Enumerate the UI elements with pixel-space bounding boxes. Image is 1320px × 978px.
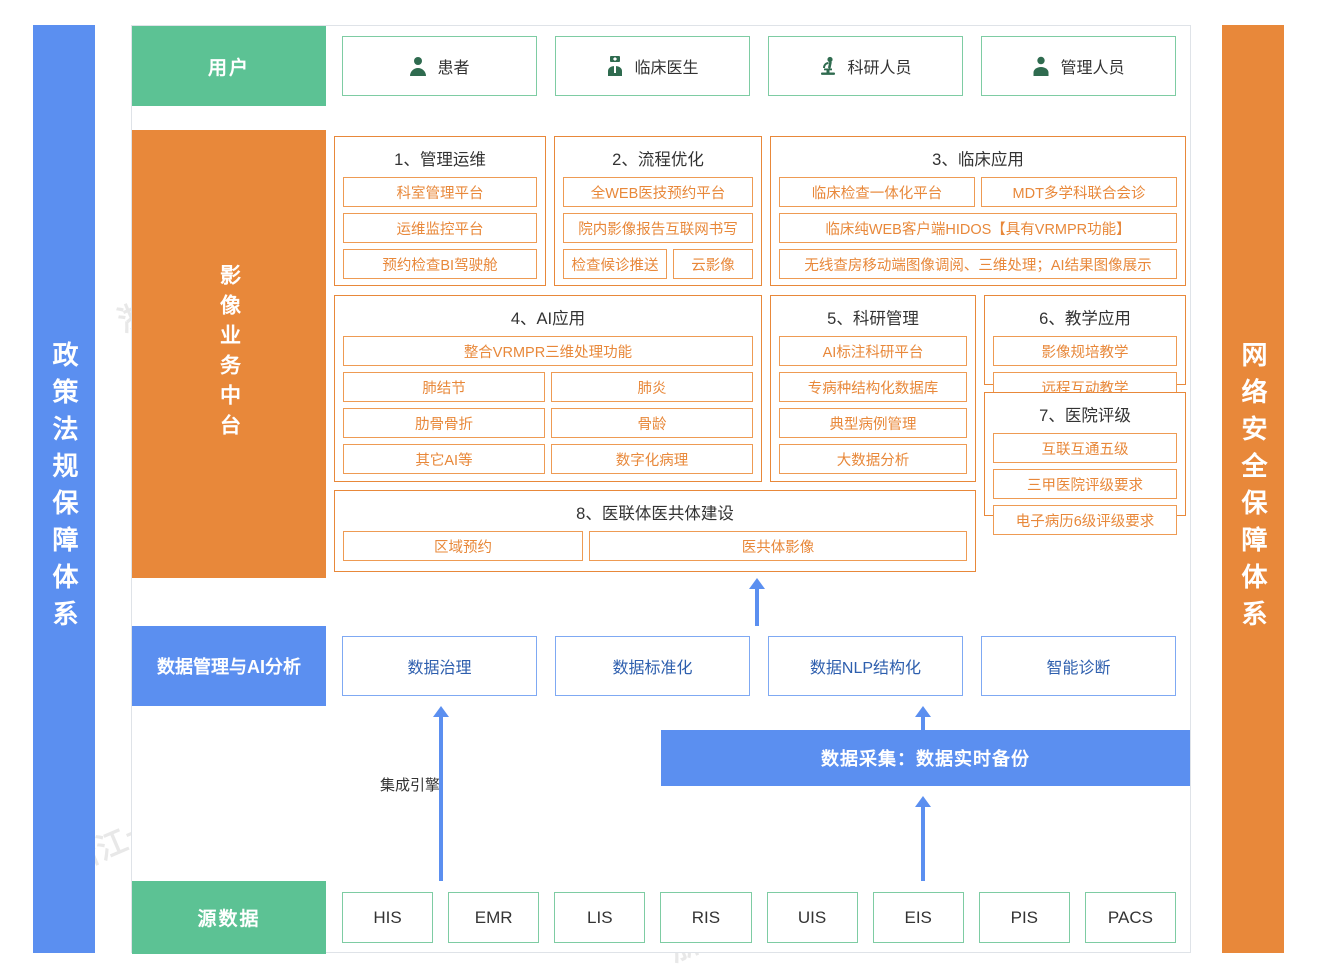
chip-item[interactable]: 临床纯WEB客户端HIDOS【具有VRMPR功能】: [779, 213, 1177, 243]
chip-row: 肋骨骨折 骨龄: [343, 408, 753, 444]
group-teaching-application: 6、教学应用 影像规培教学 远程互动教学: [984, 295, 1186, 402]
user-item-label: 临床医生: [634, 60, 699, 77]
chip-row: 临床检查一体化平台 MDT多学科联合会诊: [779, 177, 1177, 213]
chip-item[interactable]: 其它AI等: [343, 444, 545, 474]
chip-row: 区域预约 医共体影像: [343, 531, 967, 561]
chip-item[interactable]: 院内影像报告互联网书写: [563, 213, 753, 243]
chip-item[interactable]: 肺结节: [343, 372, 545, 402]
chip-item[interactable]: 大数据分析: [779, 444, 967, 474]
group-process-optimization: 2、流程优化 全WEB医技预约平台 院内影像报告互联网书写 检查候诊推送 云影像: [554, 136, 762, 286]
chip-item[interactable]: 典型病例管理: [779, 408, 967, 438]
chip-item[interactable]: 医共体影像: [589, 531, 967, 561]
data-item-governance[interactable]: 数据治理: [342, 636, 537, 696]
mid-row-body: 1、管理运维 科室管理平台 运维监控平台 预约检查BI驾驶舱 2、流程优化 全W…: [326, 130, 1192, 578]
user-item-label: 患者: [437, 60, 470, 77]
chip-item[interactable]: 区域预约: [343, 531, 583, 561]
group-management-ops: 1、管理运维 科室管理平台 运维监控平台 预约检查BI驾驶舱: [334, 136, 546, 286]
user-item-administrator[interactable]: 管理人员: [981, 36, 1176, 96]
user-item-clinician[interactable]: 临床医生: [555, 36, 750, 96]
data-collection-bar: 数据采集：数据实时备份: [661, 730, 1190, 786]
chip-item[interactable]: 无线查房移动端图像调阅、三维处理；AI结果图像展示: [779, 249, 1177, 279]
group-title: 8、医联体医共体建设: [576, 505, 734, 523]
source-row-cells: HIS EMR LIS RIS UIS EIS PIS PACS: [326, 881, 1192, 954]
source-item-ris[interactable]: RIS: [660, 892, 752, 943]
group-research-management: 5、科研管理 AI标注科研平台 专病种结构化数据库 典型病例管理 大数据分析: [770, 295, 976, 482]
user-row: 用户 患者 临床医生: [132, 26, 1192, 106]
arrow-up-collect-to-data: [915, 706, 931, 732]
mid-row-label: 影像业务中台: [217, 264, 241, 444]
source-item-eis[interactable]: EIS: [872, 892, 964, 943]
chip-item[interactable]: AI标注科研平台: [779, 336, 967, 366]
chip-row: 肺结节 肺炎: [343, 372, 753, 408]
source-item-his[interactable]: HIS: [342, 892, 434, 943]
group-ai-application: 4、AI应用 整合VRMPR三维处理功能 肺结节 肺炎 肋骨骨折 骨龄 其它AI…: [334, 295, 762, 482]
chip-item[interactable]: 三甲医院评级要求: [993, 469, 1177, 499]
mid-row-label-box: 影像业务中台: [132, 130, 326, 578]
integration-engine-label: 集成引擎: [380, 777, 441, 794]
chip-item[interactable]: 临床检查一体化平台: [779, 177, 975, 207]
source-item-lis[interactable]: LIS: [554, 892, 646, 943]
user-item-label: 管理人员: [1060, 60, 1125, 77]
source-item-uis[interactable]: UIS: [766, 892, 858, 943]
chip-item[interactable]: 数字化病理: [551, 444, 753, 474]
arrow-up-source-to-collect: [915, 796, 931, 881]
group-medical-alliance: 8、医联体医共体建设 区域预约 医共体影像: [334, 490, 976, 572]
main-panel: 用户 患者 临床医生: [131, 25, 1192, 954]
arrow-up-integration-engine: [433, 706, 449, 881]
data-row-label: 数据管理与AI分析: [132, 626, 326, 706]
source-item-pacs[interactable]: PACS: [1084, 892, 1176, 943]
chip-item[interactable]: 全WEB医技预约平台: [563, 177, 753, 207]
chip-item[interactable]: 电子病历6级评级要求: [993, 505, 1177, 535]
microscope-icon: [819, 56, 837, 76]
chip-item[interactable]: 科室管理平台: [343, 177, 537, 207]
source-row-label: 源数据: [132, 881, 326, 954]
sidebar-policy-regulation: 政策法规保障体系: [33, 25, 95, 953]
data-row-cells: 数据治理 数据标准化 数据NLP结构化 智能诊断: [326, 626, 1192, 706]
group-title: 7、医院评级: [1039, 407, 1131, 425]
user-item-label: 科研人员: [847, 60, 912, 77]
group-title: 6、教学应用: [1039, 310, 1131, 328]
arrow-up-to-midplatform: [749, 578, 765, 626]
chip-item[interactable]: 肺炎: [551, 372, 753, 402]
chip-item[interactable]: 云影像: [673, 249, 753, 279]
user-row-cells: 患者 临床医生 科研人员: [326, 26, 1192, 106]
data-item-standardization[interactable]: 数据标准化: [555, 636, 750, 696]
user-row-label: 用户: [132, 26, 326, 106]
chip-row: 其它AI等 数字化病理: [343, 444, 753, 474]
chip-item[interactable]: 影像规培教学: [993, 336, 1177, 366]
chip-item[interactable]: 整合VRMPR三维处理功能: [343, 336, 753, 366]
group-clinical-application: 3、临床应用 临床检查一体化平台 MDT多学科联合会诊 临床纯WEB客户端HID…: [770, 136, 1186, 286]
chip-row: 检查候诊推送 云影像: [563, 249, 753, 279]
doctor-icon: [606, 56, 624, 76]
source-item-pis[interactable]: PIS: [978, 892, 1070, 943]
group-title: 4、AI应用: [510, 310, 586, 328]
integration-layer: 数据采集：数据实时备份 集成引擎: [132, 706, 1192, 881]
data-management-ai-row: 数据管理与AI分析 数据治理 数据标准化 数据NLP结构化 智能诊断: [132, 626, 1192, 706]
chip-item[interactable]: 检查候诊推送: [563, 249, 667, 279]
user-item-patient[interactable]: 患者: [342, 36, 537, 96]
data-item-intelligent-diagnosis[interactable]: 智能诊断: [981, 636, 1176, 696]
source-item-emr[interactable]: EMR: [448, 892, 540, 943]
user-item-researcher[interactable]: 科研人员: [768, 36, 963, 96]
sidebar-network-security: 网络安全保障体系: [1222, 25, 1284, 953]
chip-item[interactable]: 骨龄: [551, 408, 753, 438]
sidebar-right-label: 网络安全保障体系: [1238, 341, 1268, 637]
group-title: 5、科研管理: [827, 310, 919, 328]
manager-icon: [1032, 56, 1050, 76]
chip-item[interactable]: 肋骨骨折: [343, 408, 545, 438]
chip-item[interactable]: 互联互通五级: [993, 433, 1177, 463]
chip-item[interactable]: 专病种结构化数据库: [779, 372, 967, 402]
group-hospital-rating: 7、医院评级 互联互通五级 三甲医院评级要求 电子病历6级评级要求: [984, 392, 1186, 535]
imaging-business-midplatform-row: 影像业务中台 1、管理运维 科室管理平台 运维监控平台 预约检查BI驾驶舱 2、…: [132, 130, 1192, 578]
person-icon: [409, 56, 427, 76]
source-data-row: 源数据 HIS EMR LIS RIS UIS EIS PIS PACS: [132, 881, 1192, 954]
chip-item[interactable]: 预约检查BI驾驶舱: [343, 249, 537, 279]
group-title: 3、临床应用: [932, 151, 1024, 169]
group-title: 2、流程优化: [612, 151, 704, 169]
sidebar-left-label: 政策法规保障体系: [49, 341, 79, 637]
data-item-nlp-structuring[interactable]: 数据NLP结构化: [768, 636, 963, 696]
chip-item[interactable]: 运维监控平台: [343, 213, 537, 243]
chip-item[interactable]: MDT多学科联合会诊: [981, 177, 1177, 207]
group-title: 1、管理运维: [394, 151, 486, 169]
